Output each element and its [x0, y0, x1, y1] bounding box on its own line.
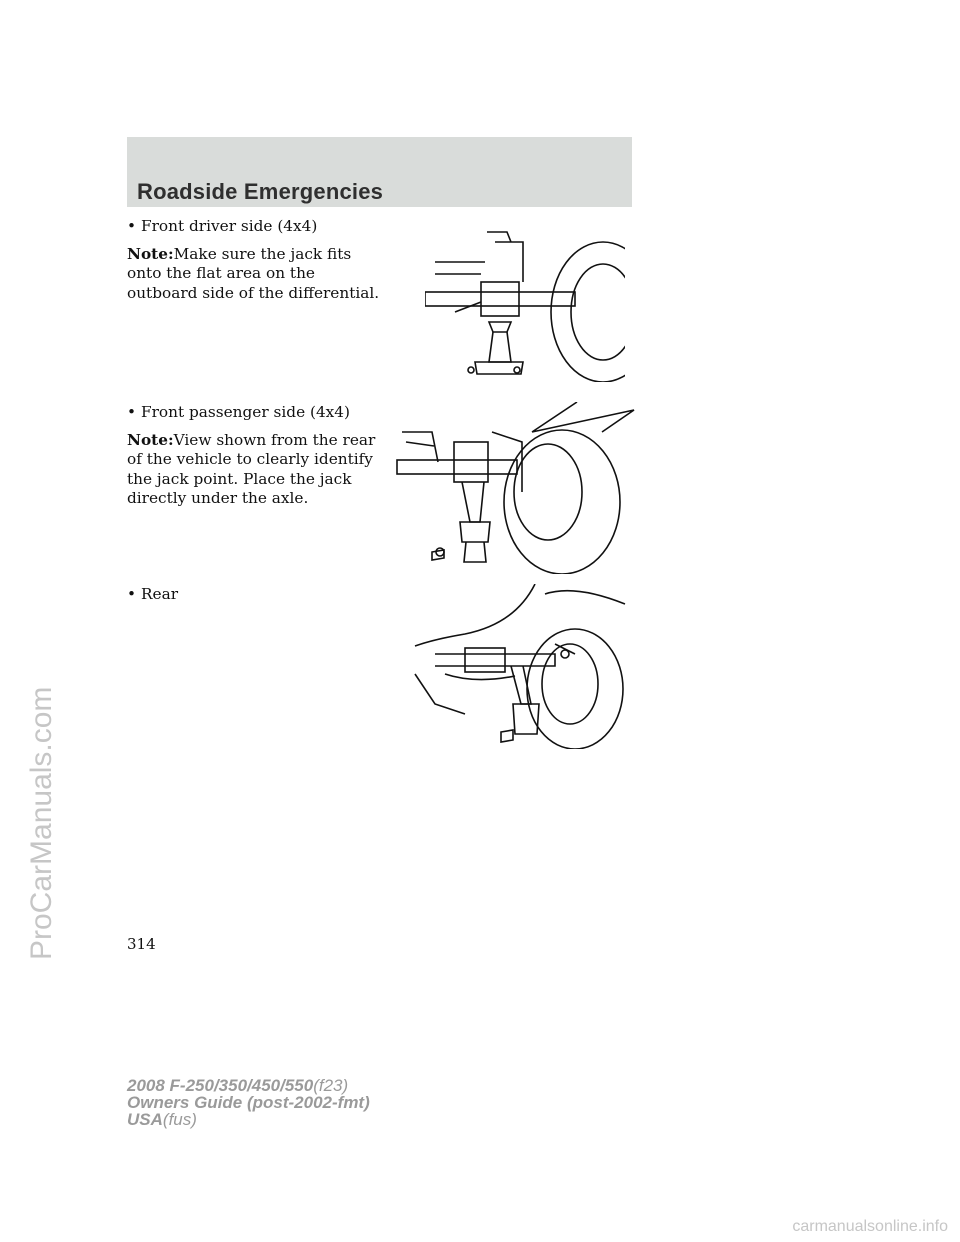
page-number: 314	[127, 935, 156, 953]
section-title: Roadside Emergencies	[137, 179, 384, 204]
footer-model: 2008 F-250/350/450/550	[127, 1076, 314, 1095]
footer-model-code: (f23)	[313, 1076, 349, 1095]
note-paragraph: Note:Make sure the jack fits onto the fl…	[127, 245, 382, 304]
list-item-front-driver: • Front driver side (4x4) Note:Make sure…	[127, 217, 382, 303]
bullet-line: • Front passenger side (4x4)	[127, 403, 382, 423]
bullet-dot: •	[127, 217, 137, 235]
list-item-rear: • Rear	[127, 585, 382, 605]
side-watermark: ProCarManuals.com	[25, 687, 58, 990]
bottom-watermark: carmanualsonline.info	[792, 1218, 948, 1235]
note-label: Note:	[127, 244, 174, 263]
bullet-dot: •	[127, 585, 137, 603]
note-label: Note:	[127, 430, 174, 449]
footer-line-1: 2008 F-250/350/450/550(f23)	[127, 1077, 370, 1094]
document-footer: 2008 F-250/350/450/550(f23) Owners Guide…	[127, 1077, 370, 1128]
note-paragraph: Note:View shown from the rear of the veh…	[127, 431, 382, 509]
jack-illustration-front-passenger	[392, 402, 637, 574]
footer-line-2: Owners Guide (post-2002-fmt)	[127, 1094, 370, 1111]
note-text: View shown from the rear of the vehicle …	[127, 430, 376, 508]
section-header: Roadside Emergencies	[127, 137, 632, 207]
note-text: Make sure the jack fits onto the flat ar…	[127, 244, 380, 302]
jack-illustration-rear	[405, 584, 627, 749]
jack-illustration-front-driver	[425, 222, 625, 382]
bullet-dot: •	[127, 403, 137, 421]
footer-region: USA	[127, 1110, 163, 1129]
bullet-line: • Front driver side (4x4)	[127, 217, 382, 237]
item-label: Front passenger side (4x4)	[141, 403, 351, 421]
footer-region-code: (fus)	[162, 1110, 197, 1129]
footer-line-3: USA(fus)	[127, 1111, 370, 1128]
footer-guide: Owners Guide (post-2002-fmt)	[127, 1093, 370, 1112]
item-label: Front driver side (4x4)	[141, 217, 318, 235]
side-watermark-text: ProCarManuals.com	[25, 686, 58, 960]
list-item-front-passenger: • Front passenger side (4x4) Note:View s…	[127, 403, 382, 509]
item-label: Rear	[141, 585, 179, 603]
bullet-line: • Rear	[127, 585, 382, 605]
